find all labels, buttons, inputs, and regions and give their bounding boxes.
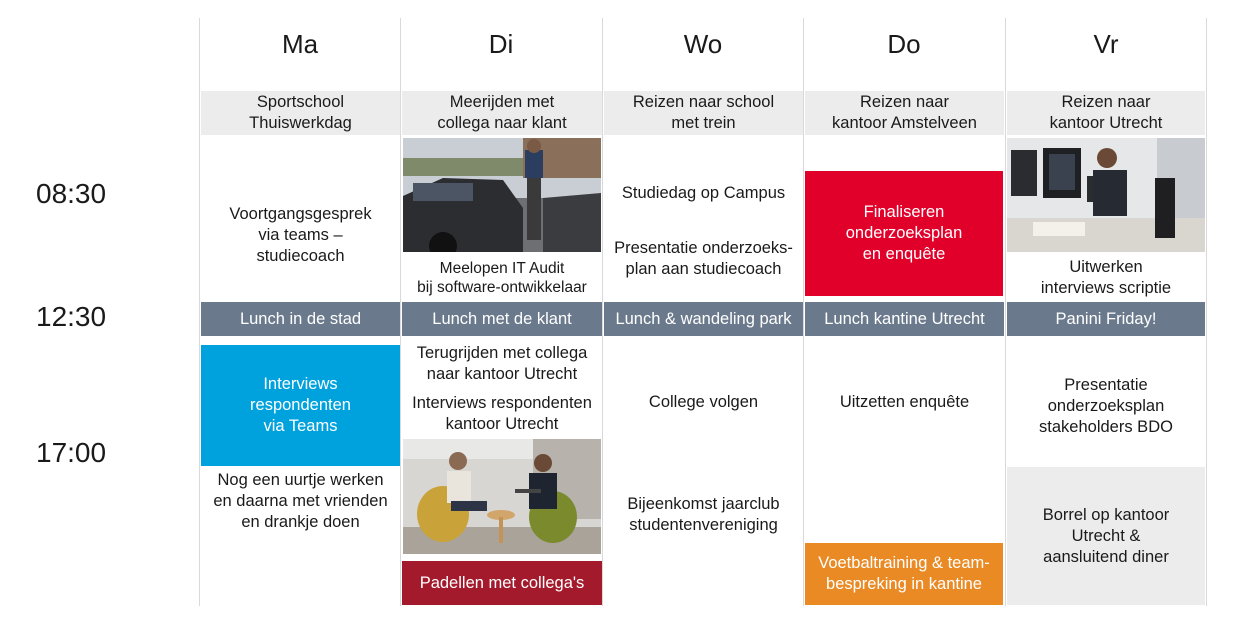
grid-line <box>400 18 401 606</box>
wo-travel-text: Reizen naar school met trein <box>632 93 775 132</box>
day-header-di: Di <box>488 29 514 59</box>
do-morning-text: Finaliseren onderzoeksplan en enquête <box>845 203 963 263</box>
ma-travel: Sportschool Thuiswerkdag <box>201 91 400 135</box>
di-evening-text: Padellen met collega's <box>419 573 585 592</box>
ma-evening: Nog een uurtje werken en daarna met vrie… <box>201 466 400 536</box>
di-car-photo <box>403 138 601 252</box>
grid-line <box>803 18 804 606</box>
wo-lunch: Lunch & wandeling park <box>604 302 803 336</box>
vr-afternoon: Presentatie onderzoeksplan stakeholders … <box>1007 372 1205 440</box>
ma-evening-text: Nog een uurtje werken en daarna met vrie… <box>213 470 388 531</box>
ma-afternoon-text: Interviews respondenten via Teams <box>250 375 351 435</box>
grid-line <box>199 18 200 606</box>
do-travel-text: Reizen naar kantoor Amstelveen <box>832 93 977 132</box>
wo-travel: Reizen naar school met trein <box>604 91 803 135</box>
ma-afternoon: Interviews respondenten via Teams <box>201 345 400 466</box>
di-morning: Meelopen IT Audit bij software-ontwikkel… <box>402 256 602 300</box>
vr-lunch: Panini Friday! <box>1007 302 1205 336</box>
ma-travel-text: Sportschool Thuiswerkdag <box>249 93 352 132</box>
wo-morning-2: Presentatie onderzoeks- plan aan studiec… <box>604 236 803 282</box>
wo-morning-1-text: Studiedag op Campus <box>621 183 786 202</box>
day-header-do: Do <box>887 29 921 59</box>
do-evening: Voetbaltraining & team- bespreking in ka… <box>805 543 1003 605</box>
di-travel: Meerijden met collega naar klant <box>402 91 602 135</box>
vr-travel: Reizen naar kantoor Utrecht <box>1007 91 1205 135</box>
ma-lunch: Lunch in de stad <box>201 302 400 336</box>
vr-office-photo <box>1007 138 1205 252</box>
do-afternoon-text: Uitzetten enquête <box>839 392 970 411</box>
vr-afternoon-text: Presentatie onderzoeksplan stakeholders … <box>1039 375 1173 436</box>
wo-afternoon-text: College volgen <box>648 392 759 411</box>
vr-morning-text: Uitwerken interviews scriptie <box>1040 258 1172 297</box>
di-evening: Padellen met collega's <box>402 561 602 605</box>
ma-morning-text: Voortgangsgesprek via teams – studiecoac… <box>229 204 372 265</box>
day-header-wo: Wo <box>683 29 723 59</box>
wo-lunch-text: Lunch & wandeling park <box>615 309 792 328</box>
di-lunch: Lunch met de klant <box>402 302 602 336</box>
wo-morning-1: Studiedag op Campus <box>604 180 803 206</box>
time-label-1700: 17:00 <box>36 437 107 468</box>
do-afternoon: Uitzetten enquête <box>805 389 1004 415</box>
wo-evening-text: Bijeenkomst jaarclub studentenvereniging <box>627 495 780 534</box>
grid-line <box>1206 18 1207 606</box>
do-travel: Reizen naar kantoor Amstelveen <box>805 91 1004 135</box>
do-lunch-text: Lunch kantine Utrecht <box>824 309 985 328</box>
di-afternoon-2: Interviews respondenten kantoor Utrecht <box>402 392 602 436</box>
di-afternoon-1-text: Terugrijden met collega naar kantoor Utr… <box>416 344 588 383</box>
grid-line <box>602 18 603 606</box>
di-afternoon-1: Terugrijden met collega naar kantoor Utr… <box>402 342 602 386</box>
do-morning: Finaliseren onderzoeksplan en enquête <box>805 171 1003 296</box>
di-travel-text: Meerijden met collega naar klant <box>437 93 567 132</box>
vr-evening: Borrel op kantoor Utrecht & aansluitend … <box>1007 467 1205 605</box>
ma-lunch-text: Lunch in de stad <box>239 309 362 328</box>
di-meeting-photo <box>403 439 601 554</box>
vr-morning: Uitwerken interviews scriptie <box>1007 256 1205 300</box>
wo-evening: Bijeenkomst jaarclub studentenvereniging <box>604 492 803 538</box>
vr-evening-text: Borrel op kantoor Utrecht & aansluitend … <box>1042 505 1170 566</box>
di-afternoon-2-text: Interviews respondenten kantoor Utrecht <box>412 394 592 433</box>
vr-travel-text: Reizen naar kantoor Utrecht <box>1049 93 1163 132</box>
do-lunch: Lunch kantine Utrecht <box>805 302 1004 336</box>
day-header-ma: Ma <box>281 29 319 59</box>
day-header-vr: Vr <box>1093 29 1119 59</box>
time-label-1230: 12:30 <box>36 301 107 332</box>
ma-morning: Voortgangsgesprek via teams – studiecoac… <box>201 180 400 290</box>
di-morning-text: Meelopen IT Audit bij software-ontwikkel… <box>417 260 587 296</box>
time-label-0830: 08:30 <box>36 178 107 209</box>
vr-lunch-text: Panini Friday! <box>1055 309 1157 328</box>
do-evening-text: Voetbaltraining & team- bespreking in ka… <box>818 554 990 593</box>
wo-morning-2-text: Presentatie onderzoeks- plan aan studiec… <box>614 239 793 278</box>
di-lunch-text: Lunch met de klant <box>432 309 572 328</box>
wo-afternoon: College volgen <box>604 389 803 415</box>
grid-line <box>1005 18 1006 606</box>
